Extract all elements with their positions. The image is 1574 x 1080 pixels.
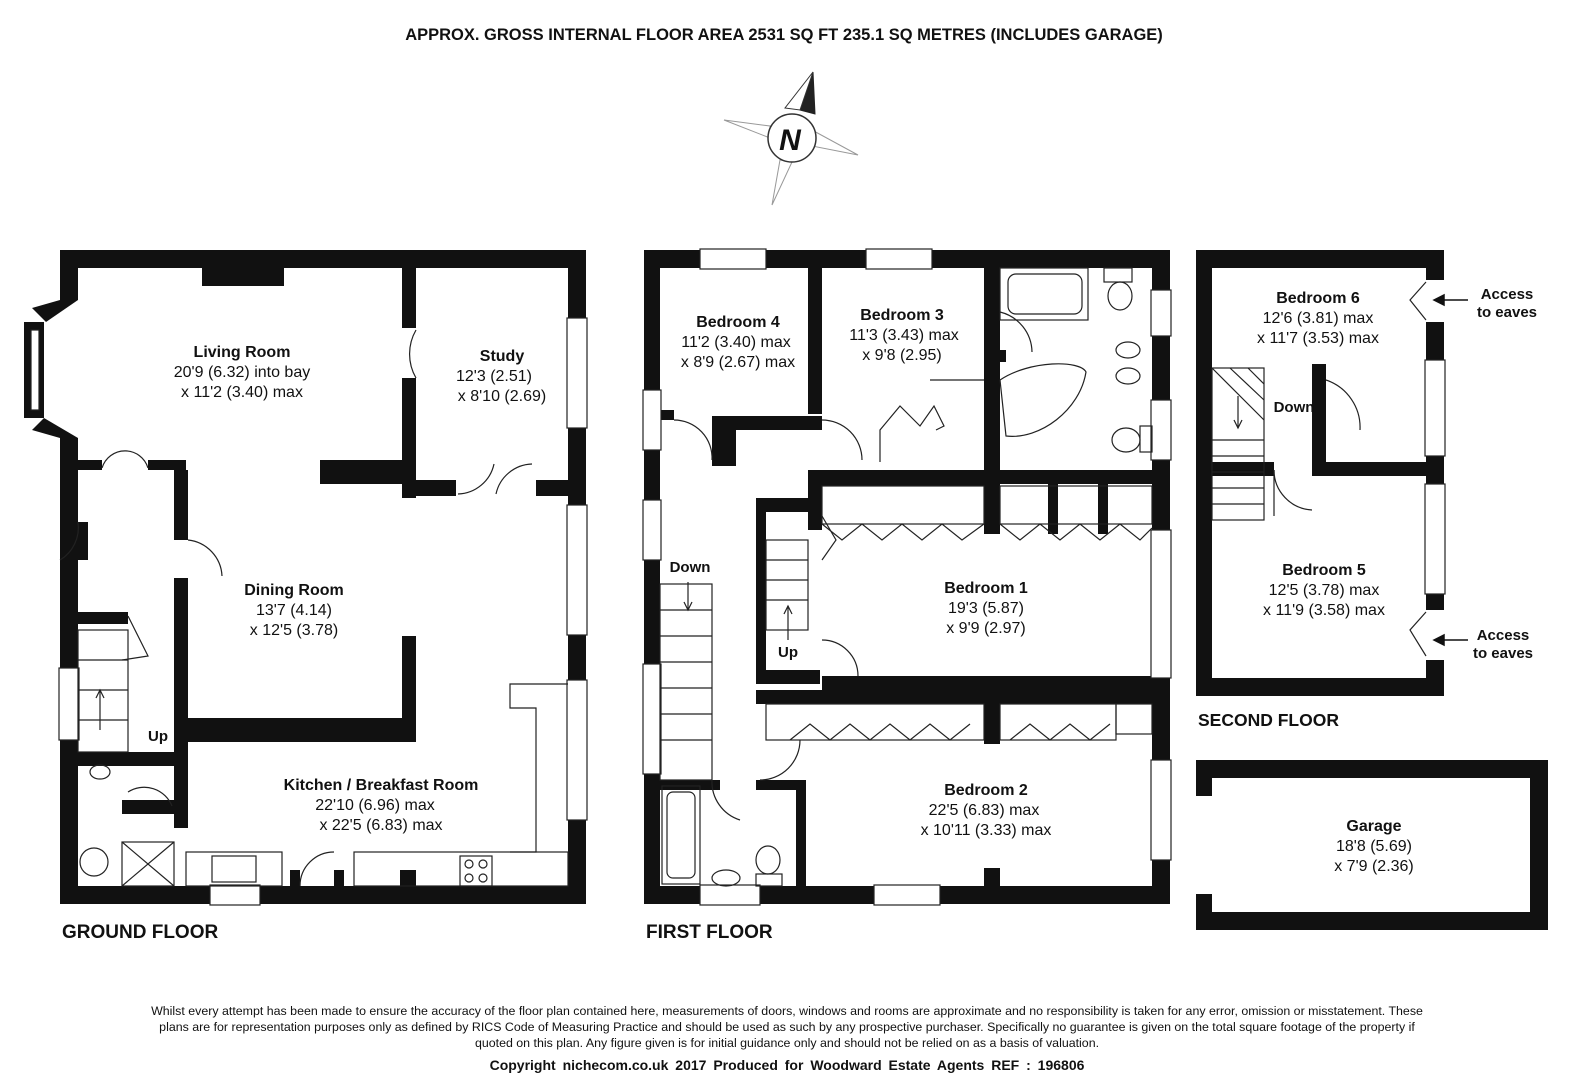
first-stairs-down-label: Down (670, 559, 711, 576)
room-size-living-2: x 11'2 (3.40) max (181, 384, 303, 401)
room-size-bed1-1: 19'3 (5.87) (948, 600, 1024, 617)
floor-area-title: APPROX. GROSS INTERNAL FLOOR AREA 2531 S… (405, 26, 1163, 44)
room-size-bed5-1: 12'5 (3.78) max (1269, 582, 1380, 599)
room-name-dining: Dining Room (244, 582, 344, 599)
eaves-arrows (1432, 293, 1468, 647)
room-size-bed4-1: 11'2 (3.40) max (681, 334, 790, 351)
room-name-kitchen: Kitchen / Breakfast Room (284, 777, 479, 794)
first-floor-label: FIRST FLOOR (646, 922, 773, 943)
room-name-bed3: Bedroom 3 (860, 307, 944, 324)
eaves-access-2-line1: Access (1477, 627, 1530, 644)
room-size-bed2-1: 22'5 (6.83) max (929, 802, 1040, 819)
second-floor-fittings (1211, 281, 1446, 657)
eaves-access-2-line2: to eaves (1473, 645, 1533, 662)
ground-floor-fittings (30, 317, 588, 906)
room-name-bed4: Bedroom 4 (696, 314, 780, 331)
room-size-study-2: x 8'10 (2.69) (458, 388, 546, 405)
disclaimer-text: Whilst every attempt has been made to en… (151, 1004, 1423, 1050)
compass-icon: N (723, 71, 859, 206)
room-size-bed6-1: 12'6 (3.81) max (1263, 310, 1374, 327)
room-size-bed1-2: x 9'9 (2.97) (946, 620, 1026, 637)
room-size-garage-2: x 7'9 (2.36) (1334, 858, 1414, 875)
second-floor-label: SECOND FLOOR (1198, 710, 1339, 730)
room-name-bed1: Bedroom 1 (944, 580, 1028, 597)
room-size-bed5-2: x 11'9 (3.58) max (1263, 602, 1385, 619)
room-size-bed4-2: x 8'9 (2.67) max (681, 354, 795, 371)
room-name-living: Living Room (194, 344, 291, 361)
room-name-garage: Garage (1346, 818, 1401, 835)
first-stairs-up-label: Up (778, 644, 798, 661)
room-name-study: Study (480, 348, 525, 365)
room-size-bed6-2: x 11'7 (3.53) max (1257, 330, 1379, 347)
room-size-dining-2: x 12'5 (3.78) (250, 622, 338, 639)
copyright-text: Copyright nichecom.co.uk 2017 Produced f… (489, 1057, 1085, 1073)
second-stairs-down-label: Down (1274, 399, 1315, 416)
room-size-bed3-1: 11'3 (3.43) max (849, 327, 958, 344)
room-size-living-1: 20'9 (6.32) into bay (174, 364, 310, 381)
garage-plan (1196, 760, 1548, 930)
room-size-kitchen-2: x 22'5 (6.83) max (319, 817, 442, 834)
room-size-dining-1: 13'7 (4.14) (256, 602, 332, 619)
room-name-bed5: Bedroom 5 (1282, 562, 1366, 579)
room-name-bed6: Bedroom 6 (1276, 290, 1360, 307)
ground-stairs-up-label: Up (148, 728, 168, 745)
eaves-access-1-line2: to eaves (1477, 304, 1537, 321)
room-size-bed3-2: x 9'8 (2.95) (862, 347, 942, 364)
room-size-bed2-2: x 10'11 (3.33) max (921, 822, 1052, 839)
ground-floor-label: GROUND FLOOR (62, 922, 218, 943)
room-size-garage-1: 18'8 (5.69) (1336, 838, 1412, 855)
room-name-bed2: Bedroom 2 (944, 782, 1028, 799)
room-size-kitchen-1: 22'10 (6.96) max (315, 797, 435, 814)
compass-north-label: N (779, 124, 802, 157)
eaves-access-1-line1: Access (1481, 286, 1534, 303)
first-floor-fittings (642, 248, 1172, 906)
room-size-study-1: 12'3 (2.51) (456, 368, 532, 385)
